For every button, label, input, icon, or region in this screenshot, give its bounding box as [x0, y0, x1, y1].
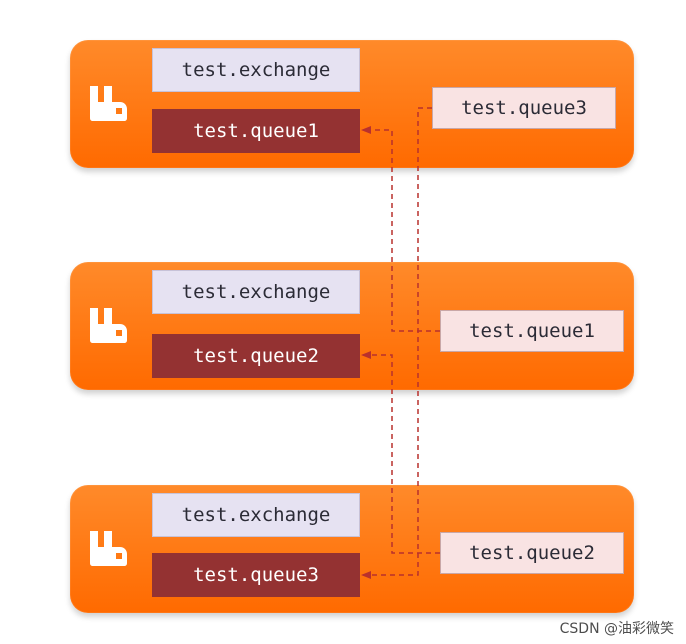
exchange-label: test.exchange — [152, 493, 360, 537]
rabbitmq-logo-icon — [90, 531, 127, 566]
queue-label: test.queue2 — [152, 334, 360, 378]
exchange-label: test.exchange — [152, 48, 360, 92]
rabbitmq-logo-icon — [90, 308, 127, 343]
rabbitmq-node-1: test.exchange test.queue1 test.queue3 — [70, 40, 634, 168]
watermark: CSDN @油彩微笑 — [559, 621, 674, 637]
rabbitmq-node-2: test.exchange test.queue2 test.queue1 — [70, 262, 634, 390]
exchange-label: test.exchange — [152, 270, 360, 314]
rabbitmq-logo-icon — [90, 86, 127, 121]
queue-label: test.queue1 — [152, 109, 360, 153]
mirror-queue-label: test.queue3 — [432, 87, 616, 129]
queue-label: test.queue3 — [152, 553, 360, 597]
mirror-queue-label: test.queue1 — [440, 310, 624, 352]
mirror-queue-label: test.queue2 — [440, 532, 624, 574]
rabbitmq-node-3: test.exchange test.queue3 test.queue2 — [70, 485, 634, 613]
